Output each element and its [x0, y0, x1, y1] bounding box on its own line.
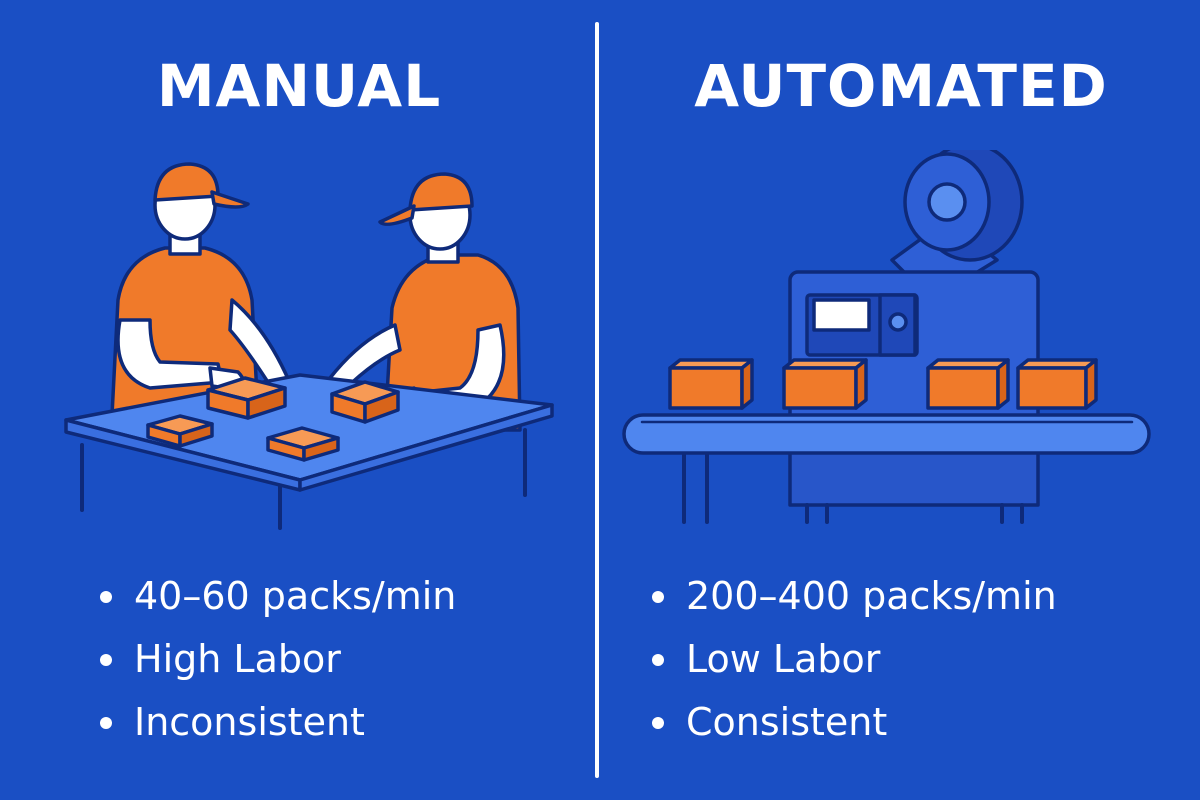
- automated-point: Low Labor: [652, 628, 1057, 691]
- manual-point: High Labor: [100, 628, 456, 691]
- box-1: [206, 376, 287, 420]
- center-divider: [595, 22, 599, 778]
- box-4: [266, 426, 340, 462]
- box-2: [782, 358, 868, 410]
- automated-point-text: Consistent: [686, 700, 888, 744]
- manual-panel: MANUAL: [0, 0, 598, 800]
- automated-title: AUTOMATED: [694, 52, 1108, 120]
- conveyor-legs: [682, 448, 1024, 524]
- box-3: [926, 358, 1010, 410]
- bullet-icon: [652, 716, 664, 729]
- automated-point: Consistent: [652, 691, 1057, 754]
- bullet-icon: [652, 653, 664, 666]
- automated-point-text: 200–400 packs/min: [686, 574, 1057, 618]
- manual-point-text: 40–60 packs/min: [134, 574, 457, 618]
- manual-point: 40–60 packs/min: [100, 565, 456, 628]
- box-2: [330, 380, 400, 424]
- conveyor-boxes: [668, 358, 1098, 410]
- display-screen: [812, 298, 871, 332]
- box-3: [146, 414, 214, 448]
- manual-point-text: Inconsistent: [134, 700, 365, 744]
- automated-point-text: Low Labor: [686, 637, 881, 681]
- worker-right: [328, 172, 522, 432]
- packaging-machine-icon: [622, 150, 1151, 524]
- automated-points: 200–400 packs/min Low Labor Consistent: [652, 565, 1057, 754]
- manual-points: 40–60 packs/min High Labor Inconsistent: [100, 565, 456, 754]
- bullet-icon: [100, 716, 112, 729]
- box-4: [1016, 358, 1098, 410]
- table-boxes: [146, 376, 400, 462]
- bullet-icon: [100, 590, 112, 603]
- automated-panel: AUTOMATED: [602, 0, 1200, 800]
- bullet-icon: [100, 653, 112, 666]
- manual-point: Inconsistent: [100, 691, 456, 754]
- manual-point-text: High Labor: [134, 637, 341, 681]
- box-1: [668, 358, 754, 410]
- control-knob-icon: [888, 312, 908, 332]
- control-panel: [805, 293, 919, 357]
- machine-cabinet: [788, 443, 1040, 507]
- automated-point: 200–400 packs/min: [652, 565, 1057, 628]
- worker-left: [110, 162, 294, 417]
- packing-table: [64, 373, 554, 530]
- bullet-icon: [652, 590, 664, 603]
- workers-packing-icon: [64, 162, 554, 530]
- tape-roll-icon: [903, 150, 1024, 262]
- manual-title: MANUAL: [156, 52, 442, 120]
- conveyor-belt: [622, 413, 1151, 455]
